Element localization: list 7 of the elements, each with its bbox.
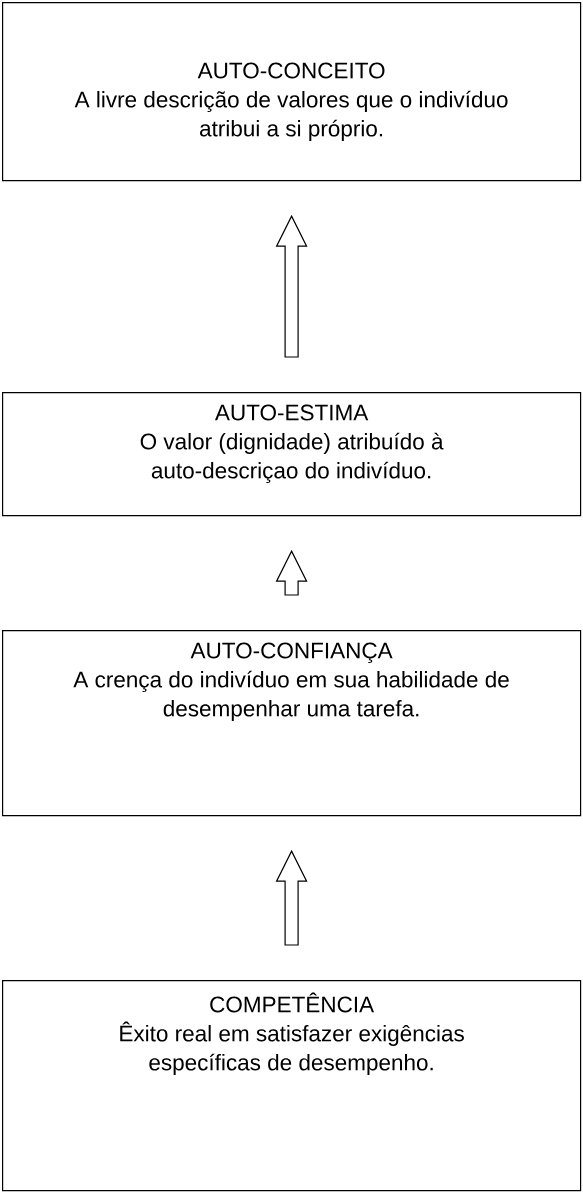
block-arrow — [275, 849, 308, 946]
block-arrow — [275, 214, 308, 358]
block-arrow — [275, 549, 308, 596]
text-box: COMPETÊNCIA Êxito real em satisfazer exigências específicas de desempenho. — [2, 980, 582, 1192]
text-box: AUTO-ESTIMA O valor (dignidade) atribuído à auto-descriçao do indivíduo. — [2, 392, 582, 517]
text-box: AUTO-CONCEITO A livre descrição de valores que o indivíduo atribui a si próprio. — [2, 2, 582, 182]
text-box: AUTO-CONFIANÇA A crença do indivíduo em sua habilidade de desempenhar uma tarefa. — [2, 630, 582, 817]
